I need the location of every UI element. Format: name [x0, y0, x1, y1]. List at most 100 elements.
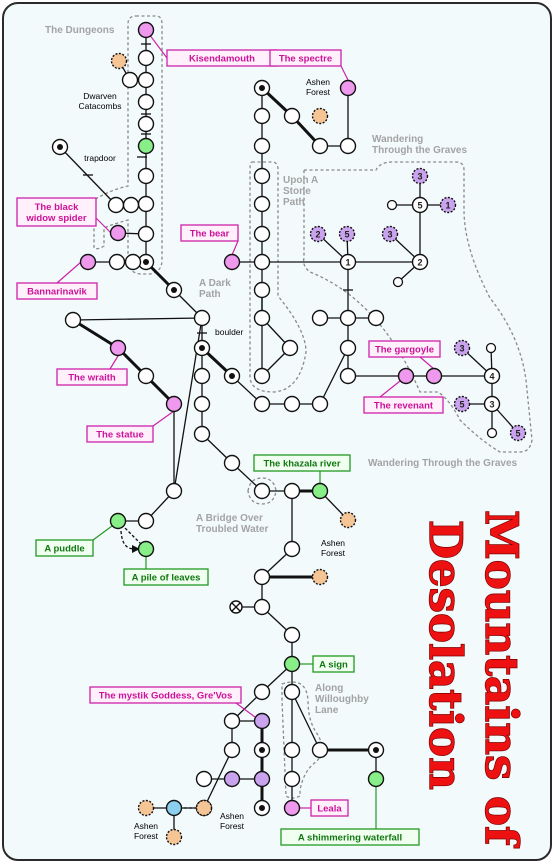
- room-lw1[interactable]: [283, 741, 301, 759]
- room-blu[interactable]: [165, 799, 183, 817]
- room-marker: [259, 747, 265, 753]
- room-w4[interactable]: [165, 395, 183, 413]
- room-s3[interactable]: [311, 137, 329, 155]
- room-gr7[interactable]: [339, 367, 357, 385]
- room-bd4[interactable]: [193, 425, 211, 443]
- room-bd2[interactable]: [193, 367, 211, 385]
- room-b1[interactable]: [253, 598, 271, 616]
- room-g5[interactable]: [411, 196, 429, 214]
- room-s9[interactable]: [253, 195, 271, 213]
- room-br3[interactable]: [283, 482, 301, 500]
- room-b2[interactable]: [283, 626, 301, 644]
- room-s10[interactable]: [253, 225, 271, 243]
- room-khx[interactable]: [339, 511, 357, 529]
- room-s4[interactable]: [283, 107, 301, 125]
- room-bw1[interactable]: [107, 196, 125, 214]
- room-br2[interactable]: [253, 482, 271, 500]
- room-b8[interactable]: [253, 770, 271, 788]
- room-g5l[interactable]: [453, 395, 471, 413]
- room-g4[interactable]: [483, 367, 501, 385]
- room-g2l[interactable]: [309, 225, 327, 243]
- room-g3b[interactable]: [483, 395, 501, 413]
- room-pud2[interactable]: [137, 512, 155, 530]
- room-gr3[interactable]: [311, 309, 329, 327]
- room-gar[interactable]: [425, 367, 443, 385]
- room-brx[interactable]: [311, 568, 329, 586]
- room-g5m[interactable]: [338, 225, 356, 243]
- room-k4[interactable]: [137, 93, 155, 111]
- room-gr2[interactable]: [411, 253, 429, 271]
- room-g3m[interactable]: [381, 225, 399, 243]
- room-k1[interactable]: [137, 21, 155, 39]
- room-sx[interactable]: [311, 107, 329, 125]
- tag-blackwidow-line: The black: [35, 202, 80, 213]
- room-s11[interactable]: [253, 253, 271, 271]
- room-dx[interactable]: [110, 52, 128, 70]
- room-g3t[interactable]: [411, 167, 429, 185]
- room-b3[interactable]: [253, 683, 271, 701]
- room-w2[interactable]: [109, 339, 127, 357]
- room-br4[interactable]: [283, 540, 301, 558]
- room-sign[interactable]: [283, 655, 301, 673]
- room-kh[interactable]: [311, 482, 329, 500]
- room-sp[interactable]: [339, 79, 357, 97]
- room-dp2[interactable]: [193, 309, 211, 327]
- room-lw2[interactable]: [283, 770, 301, 788]
- room-w1[interactable]: [64, 311, 82, 329]
- room-s7[interactable]: [253, 137, 271, 155]
- room-bk1[interactable]: [311, 741, 329, 759]
- room-g3u[interactable]: [453, 339, 471, 357]
- room-b5[interactable]: [223, 712, 241, 730]
- room-s8[interactable]: [253, 167, 271, 185]
- room-b4[interactable]: [283, 683, 301, 701]
- room-bd6[interactable]: [253, 395, 271, 413]
- room-gr5[interactable]: [367, 309, 385, 327]
- room-gr6[interactable]: [339, 339, 357, 357]
- room-s12[interactable]: [253, 281, 271, 299]
- room-lvs[interactable]: [137, 540, 155, 558]
- room-g5r[interactable]: [509, 424, 527, 442]
- room-pud[interactable]: [109, 512, 127, 530]
- room-bn1[interactable]: [79, 253, 97, 271]
- room-b6[interactable]: [253, 712, 271, 730]
- room-b10[interactable]: [223, 770, 241, 788]
- room-k8[interactable]: [137, 225, 155, 243]
- room-bn2[interactable]: [108, 253, 126, 271]
- room-b11[interactable]: [195, 770, 213, 788]
- room-w3[interactable]: [137, 367, 155, 385]
- room-d2[interactable]: [121, 71, 139, 89]
- room-s14[interactable]: [281, 339, 299, 357]
- room-bd3[interactable]: [193, 395, 211, 413]
- room-bw2[interactable]: [122, 196, 140, 214]
- room-ae1[interactable]: [137, 799, 155, 817]
- room-gr4[interactable]: [339, 309, 357, 327]
- room-k5[interactable]: [137, 115, 155, 133]
- room-ae3[interactable]: [195, 799, 213, 817]
- room-bn3[interactable]: [124, 253, 142, 271]
- room-w5[interactable]: [165, 482, 183, 500]
- room-k6[interactable]: [137, 167, 155, 185]
- room-br5[interactable]: [253, 568, 271, 586]
- room-k3[interactable]: [137, 71, 155, 89]
- room-gr1[interactable]: [339, 253, 357, 271]
- room-ae2[interactable]: [165, 828, 183, 846]
- room-bd8[interactable]: [311, 395, 329, 413]
- room-bd7[interactable]: [283, 395, 301, 413]
- tag-puddle-leader: [92, 525, 113, 541]
- room-k2[interactable]: [137, 49, 155, 67]
- room-wf2[interactable]: [367, 770, 385, 788]
- room-kg[interactable]: [137, 137, 155, 155]
- room-b12[interactable]: [223, 741, 241, 759]
- room-bear[interactable]: [223, 253, 241, 271]
- room-g1r[interactable]: [439, 196, 457, 214]
- room-s13[interactable]: [253, 309, 271, 327]
- room-s15[interactable]: [253, 367, 271, 385]
- room-s2[interactable]: [339, 137, 357, 155]
- room-bws[interactable]: [109, 224, 127, 242]
- room-s6[interactable]: [253, 107, 271, 125]
- room-rev[interactable]: [397, 367, 415, 385]
- room-br1[interactable]: [223, 454, 241, 472]
- blocked-cross: [231, 602, 241, 612]
- room-lea[interactable]: [283, 799, 301, 817]
- room-k7[interactable]: [137, 195, 155, 213]
